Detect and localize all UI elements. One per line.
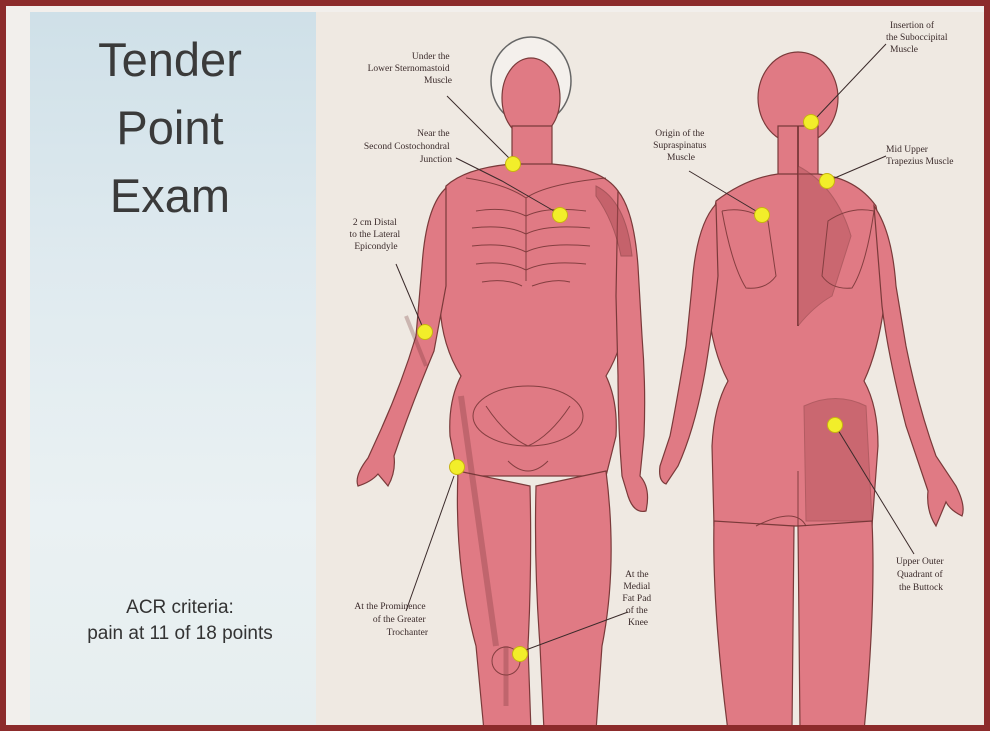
label-suboccipital: Insertion of the Suboccipital Muscle: [886, 20, 950, 55]
tender-point-trapezius: [820, 174, 835, 189]
front-leg-left: [536, 471, 612, 731]
back-arm-left: [660, 204, 718, 484]
tender-point-epicondyle: [418, 325, 433, 340]
back-leg-left: [714, 521, 794, 731]
label-supraspinatus: Origin of the Supraspinatus Muscle: [653, 128, 709, 163]
tender-point-knee: [513, 647, 528, 662]
label-trapezius: Mid Upper Trapezius Muscle: [886, 145, 953, 167]
tender-point-supraspinatus: [755, 208, 770, 223]
label-sternomastoid: Under the Lower Sternomastoid Muscle: [368, 52, 452, 86]
front-leg-right: [457, 471, 531, 731]
label-costochondral: Near the Second Costochondral Junction: [364, 129, 452, 165]
label-knee: At the Medial Fat Pad of the Knee: [622, 570, 653, 628]
back-leg-right: [798, 521, 873, 731]
label-epicondyle: 2 cm Distal to the Lateral Epicondyle: [349, 218, 402, 252]
label-trochanter: At the Prominence of the Greater Trochan…: [354, 602, 428, 638]
tender-point-buttock: [828, 418, 843, 433]
tender-point-trochanter: [450, 460, 465, 475]
back-arm-right: [874, 206, 963, 526]
tender-point-costochondral: [553, 208, 568, 223]
tender-point-sternomastoid: [506, 157, 521, 172]
label-buttock: Upper Outer Quadrant of the Buttock: [896, 557, 946, 593]
tender-point-diagram: Under the Lower Sternomastoid Muscle Nea…: [6, 6, 990, 731]
tender-point-suboccipital: [804, 115, 819, 130]
